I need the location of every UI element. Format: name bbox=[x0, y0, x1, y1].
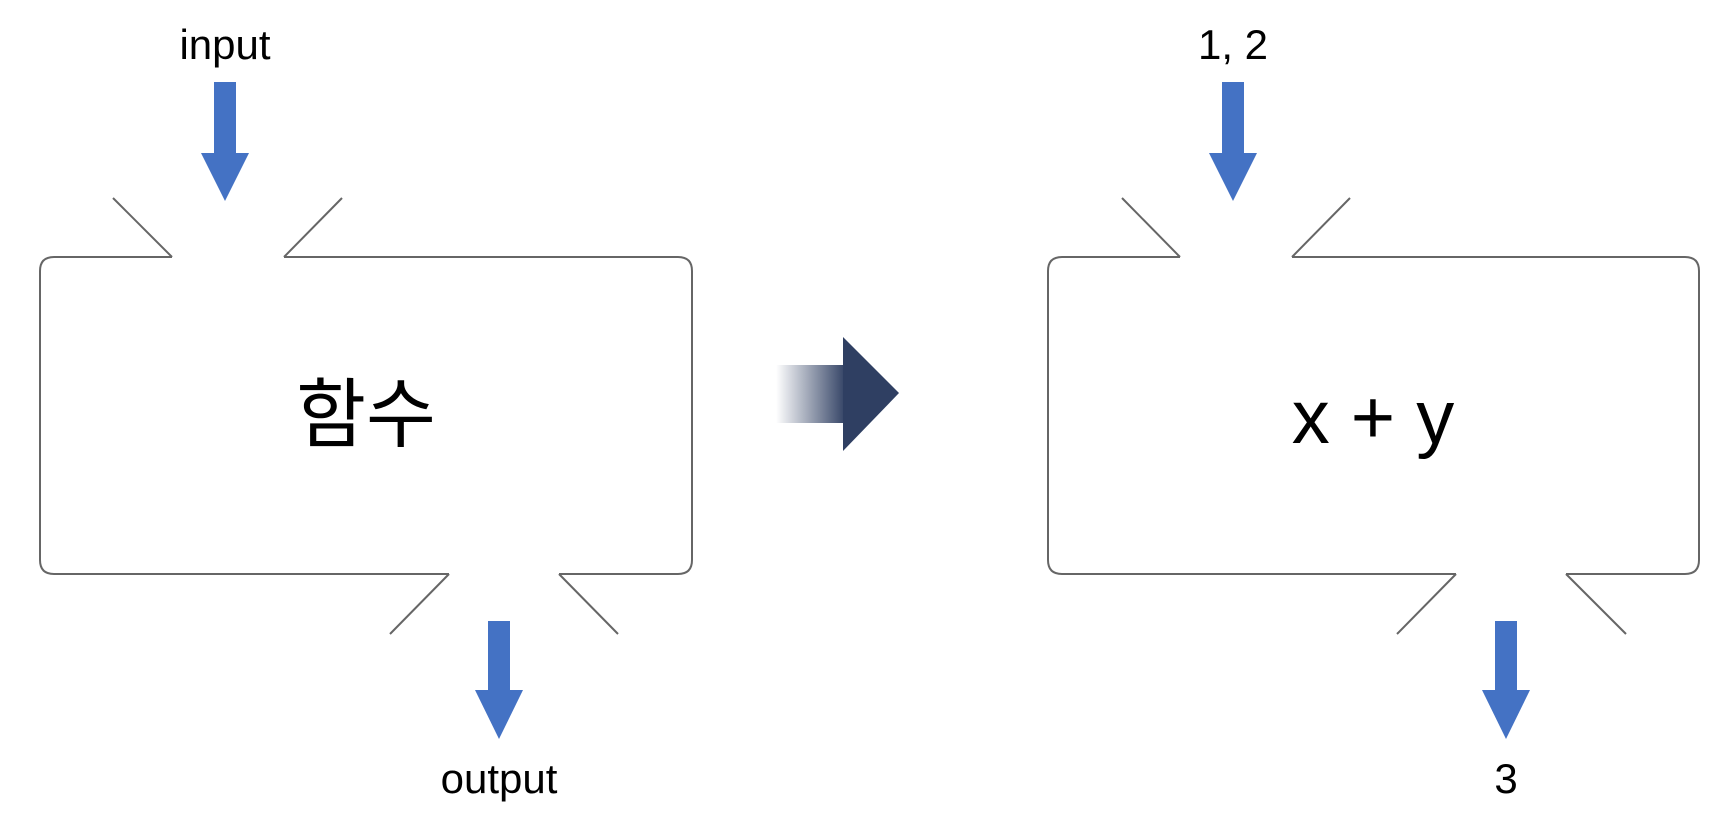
right-output-arrow-icon bbox=[1482, 621, 1530, 739]
right-bottom-right-notch bbox=[1565, 573, 1627, 635]
transform-arrow-icon bbox=[776, 337, 899, 451]
right-function-box bbox=[1047, 256, 1700, 575]
right-output-label: 3 bbox=[1494, 755, 1517, 802]
left-top-right-notch bbox=[283, 197, 343, 258]
left-function-box bbox=[39, 256, 693, 575]
left-input-arrow-icon bbox=[201, 82, 249, 201]
left-bottom-left-notch bbox=[389, 573, 450, 635]
right-function-diagram: 1, 2 x + y 3 bbox=[1047, 21, 1700, 802]
left-function-label: 함수 bbox=[296, 373, 436, 458]
left-output-label: output bbox=[441, 755, 558, 802]
right-input-arrow-icon bbox=[1209, 82, 1257, 201]
left-bottom-right-notch bbox=[558, 573, 619, 635]
left-input-label: input bbox=[179, 21, 270, 68]
right-input-label: 1, 2 bbox=[1198, 21, 1268, 68]
right-bottom-left-notch bbox=[1396, 573, 1457, 635]
right-function-label: x + y bbox=[1292, 375, 1455, 460]
left-function-diagram: input 함수 output bbox=[39, 21, 693, 802]
left-output-arrow-icon bbox=[475, 621, 523, 739]
right-top-right-notch bbox=[1291, 197, 1351, 258]
right-top-left-notch bbox=[1121, 197, 1181, 258]
left-top-left-notch bbox=[112, 197, 173, 258]
